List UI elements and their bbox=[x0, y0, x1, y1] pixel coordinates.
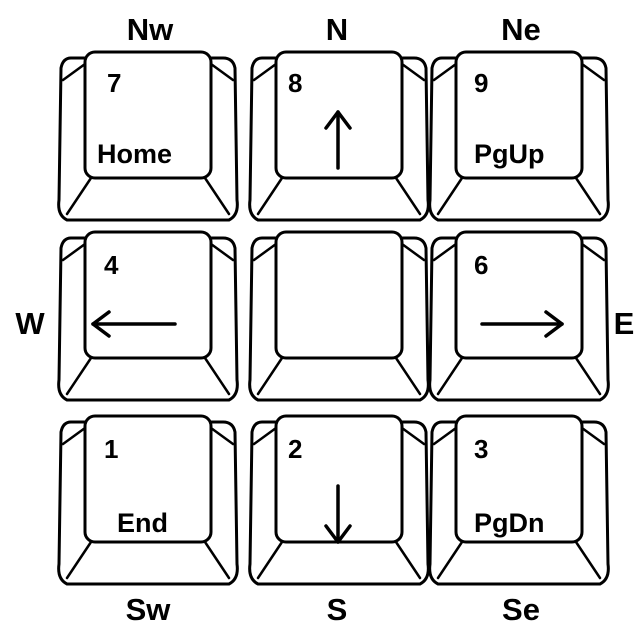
direction-label-e: E bbox=[614, 306, 635, 341]
direction-label-w: W bbox=[15, 306, 45, 341]
key-2-number: 2 bbox=[288, 434, 302, 464]
direction-label-se: Se bbox=[502, 592, 540, 625]
key-2-down[interactable]: 2 bbox=[248, 414, 430, 586]
key-8-up[interactable]: 8 bbox=[248, 50, 430, 222]
direction-label-n: N bbox=[326, 12, 348, 47]
key-9-number: 9 bbox=[474, 68, 488, 98]
direction-label-s: S bbox=[327, 592, 348, 625]
arrow-up-icon bbox=[324, 110, 352, 170]
key-3-pgdn[interactable]: 3 PgDn bbox=[428, 414, 610, 586]
key-9-pgup[interactable]: 9 PgUp bbox=[428, 50, 610, 222]
key-7-label: Home bbox=[97, 139, 172, 169]
key-9-label: PgUp bbox=[474, 139, 545, 169]
key-6-number: 6 bbox=[474, 250, 488, 280]
key-4-number: 4 bbox=[104, 250, 119, 280]
key-1-number: 1 bbox=[104, 434, 118, 464]
arrow-right-icon bbox=[480, 310, 564, 338]
key-3-label: PgDn bbox=[474, 508, 545, 538]
arrow-down-icon bbox=[324, 484, 352, 544]
direction-label-sw: Sw bbox=[126, 592, 172, 625]
key-7-number: 7 bbox=[107, 68, 121, 98]
arrow-left-icon bbox=[91, 310, 177, 338]
direction-label-ne: Ne bbox=[501, 12, 541, 47]
key-1-end[interactable]: 1 End bbox=[57, 414, 239, 586]
key-6-right[interactable]: 6 bbox=[428, 230, 610, 402]
key-8-number: 8 bbox=[288, 68, 302, 98]
key-3-number: 3 bbox=[474, 434, 488, 464]
key-5-blank[interactable] bbox=[248, 230, 430, 402]
direction-label-nw: Nw bbox=[127, 12, 174, 47]
key-4-left[interactable]: 4 bbox=[57, 230, 239, 402]
key-7-home[interactable]: 7 Home bbox=[57, 50, 239, 222]
key-1-label: End bbox=[117, 508, 168, 538]
